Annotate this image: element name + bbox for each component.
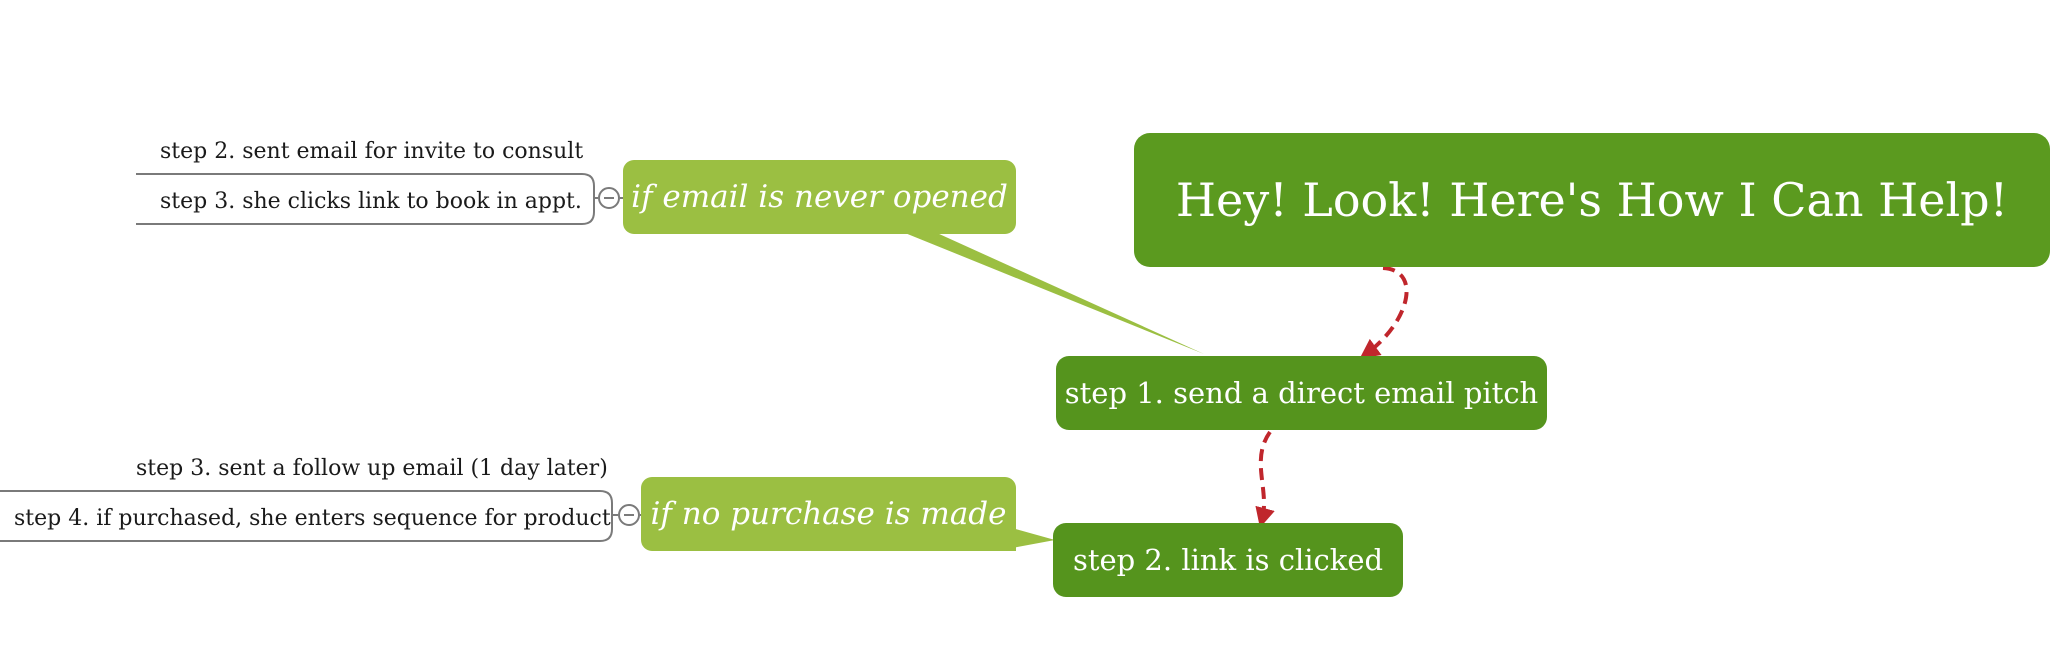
topic-step-2[interactable]: step 2. link is clicked (1053, 523, 1403, 597)
arrow-step1-to-step2 (1255, 430, 1275, 528)
callout-tip-no-purchase (1012, 528, 1055, 548)
central-topic[interactable]: Hey! Look! Here's How I Can Help! (1134, 133, 2050, 267)
topic-step-1[interactable]: step 1. send a direct email pitch (1056, 356, 1547, 430)
topic-step-1-label: step 1. send a direct email pitch (1064, 376, 1539, 410)
callout-if-no-purchase[interactable]: if no purchase is made (641, 477, 1016, 551)
collapse-minus-icon[interactable] (598, 187, 620, 209)
subtopic-invite-consult[interactable]: step 2. sent email for invite to consult (160, 139, 584, 164)
collapse-minus-icon[interactable] (618, 504, 640, 526)
callout-if-email-never-opened[interactable]: if email is never opened (623, 160, 1016, 234)
topic-step-2-label: step 2. link is clicked (1072, 543, 1384, 577)
callout-label: if email is never opened (631, 179, 1008, 215)
subtopic-book-appointment[interactable]: step 3. she clicks link to book in appt. (160, 189, 582, 214)
central-topic-label: Hey! Look! Here's How I Can Help! (1175, 173, 2009, 227)
subtopic-follow-up-email[interactable]: step 3. sent a follow up email (1 day la… (136, 456, 608, 481)
callout-label: if no purchase is made (650, 496, 1007, 532)
subtopic-product-sequence[interactable]: step 4. if purchased, she enters sequenc… (14, 506, 611, 531)
arrow-central-to-step1 (1359, 266, 1409, 359)
